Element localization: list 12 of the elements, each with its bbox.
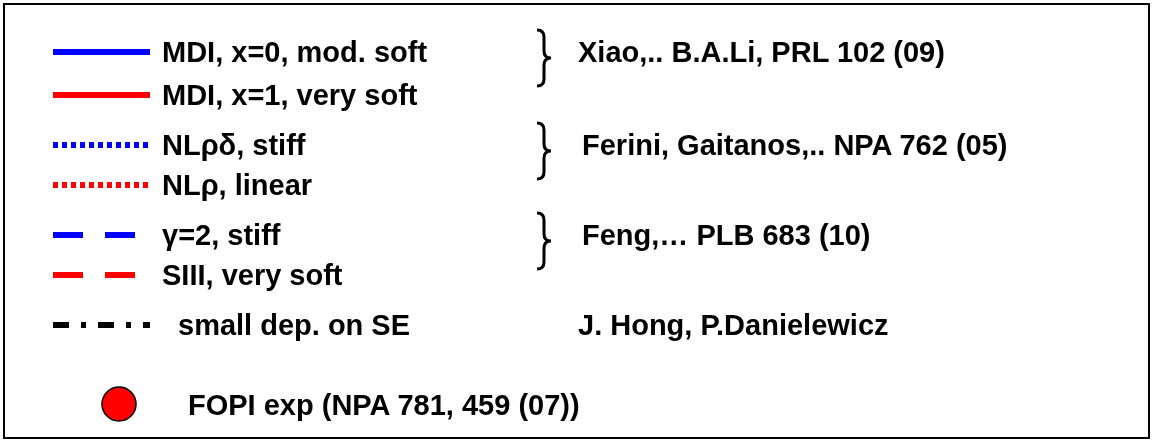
legend-text: NLρ, linear (162, 168, 313, 202)
legend-text: SIII, very soft (162, 258, 343, 292)
legend-text: NLρδ, stiff (162, 128, 306, 162)
reference-text: J. Hong, P.Danielewicz (578, 308, 889, 342)
legend-text: MDI, x=1, very soft (162, 78, 418, 112)
legend-text: FOPI exp (NPA 781, 459 (07)) (188, 388, 580, 422)
reference-text: Ferini, Gaitanos,.. NPA 762 (05) (582, 128, 1008, 162)
legend-text: MDI, x=0, mod. soft (162, 35, 428, 69)
reference-text: Feng,… PLB 683 (10) (582, 218, 871, 252)
reference-text: Xiao,.. B.A.Li, PRL 102 (09) (578, 35, 945, 69)
legend-text: γ=2, stiff (162, 218, 281, 252)
legend-text: small dep. on SE (178, 308, 411, 342)
